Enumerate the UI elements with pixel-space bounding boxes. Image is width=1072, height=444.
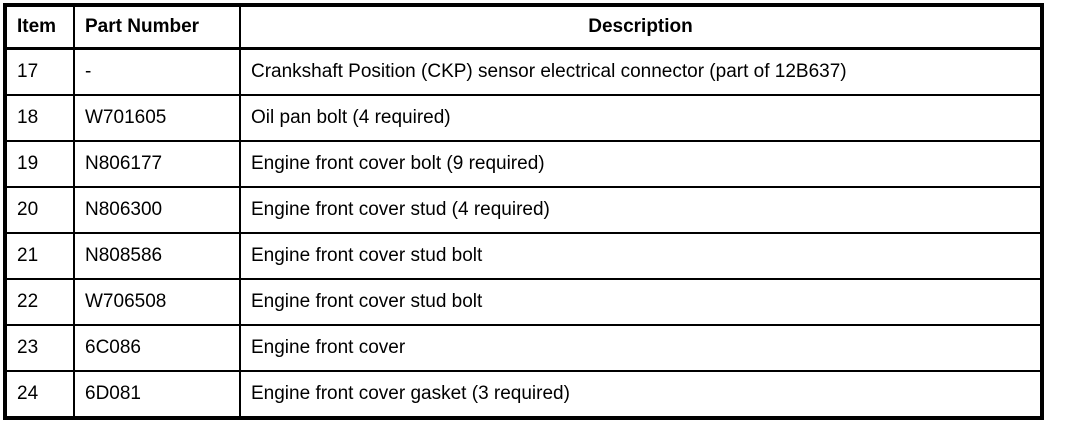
- item-cell: 21: [4, 232, 75, 280]
- table-row: 17 - Crankshaft Position (CKP) sensor el…: [4, 47, 1043, 96]
- part-number-cell: 6C086: [73, 324, 241, 372]
- table-row: 18 W701605 Oil pan bolt (4 required): [4, 94, 1043, 142]
- item-cell: 20: [4, 186, 75, 234]
- col-header-item: Item: [4, 4, 75, 50]
- description-cell: Engine front cover bolt (9 required): [239, 140, 1043, 188]
- header-row: Item Part Number Description: [4, 4, 1043, 50]
- part-number-cell: W701605: [73, 94, 241, 142]
- part-number-cell: N806300: [73, 186, 241, 234]
- description-cell: Engine front cover stud (4 required): [239, 186, 1043, 234]
- table-row: 24 6D081 Engine front cover gasket (3 re…: [4, 370, 1043, 419]
- part-number-cell: -: [73, 47, 241, 96]
- description-cell: Oil pan bolt (4 required): [239, 94, 1043, 142]
- table-row: 19 N806177 Engine front cover bolt (9 re…: [4, 140, 1043, 188]
- parts-table: Item Part Number Description 17 - Cranks…: [3, 3, 1044, 420]
- item-cell: 24: [4, 370, 75, 419]
- part-number-cell: 6D081: [73, 370, 241, 419]
- col-header-description: Description: [239, 4, 1043, 50]
- parts-table-body: 17 - Crankshaft Position (CKP) sensor el…: [4, 47, 1043, 419]
- item-cell: 17: [4, 47, 75, 96]
- part-number-cell: N806177: [73, 140, 241, 188]
- item-cell: 23: [4, 324, 75, 372]
- description-cell: Engine front cover: [239, 324, 1043, 372]
- table-row: 22 W706508 Engine front cover stud bolt: [4, 278, 1043, 326]
- table-row: 21 N808586 Engine front cover stud bolt: [4, 232, 1043, 280]
- col-header-part-number: Part Number: [73, 4, 241, 50]
- item-cell: 18: [4, 94, 75, 142]
- item-cell: 22: [4, 278, 75, 326]
- part-number-cell: W706508: [73, 278, 241, 326]
- description-cell: Crankshaft Position (CKP) sensor electri…: [239, 47, 1043, 96]
- description-cell: Engine front cover stud bolt: [239, 232, 1043, 280]
- item-cell: 19: [4, 140, 75, 188]
- description-cell: Engine front cover stud bolt: [239, 278, 1043, 326]
- table-row: 23 6C086 Engine front cover: [4, 324, 1043, 372]
- table-row: 20 N806300 Engine front cover stud (4 re…: [4, 186, 1043, 234]
- part-number-cell: N808586: [73, 232, 241, 280]
- description-cell: Engine front cover gasket (3 required): [239, 370, 1043, 419]
